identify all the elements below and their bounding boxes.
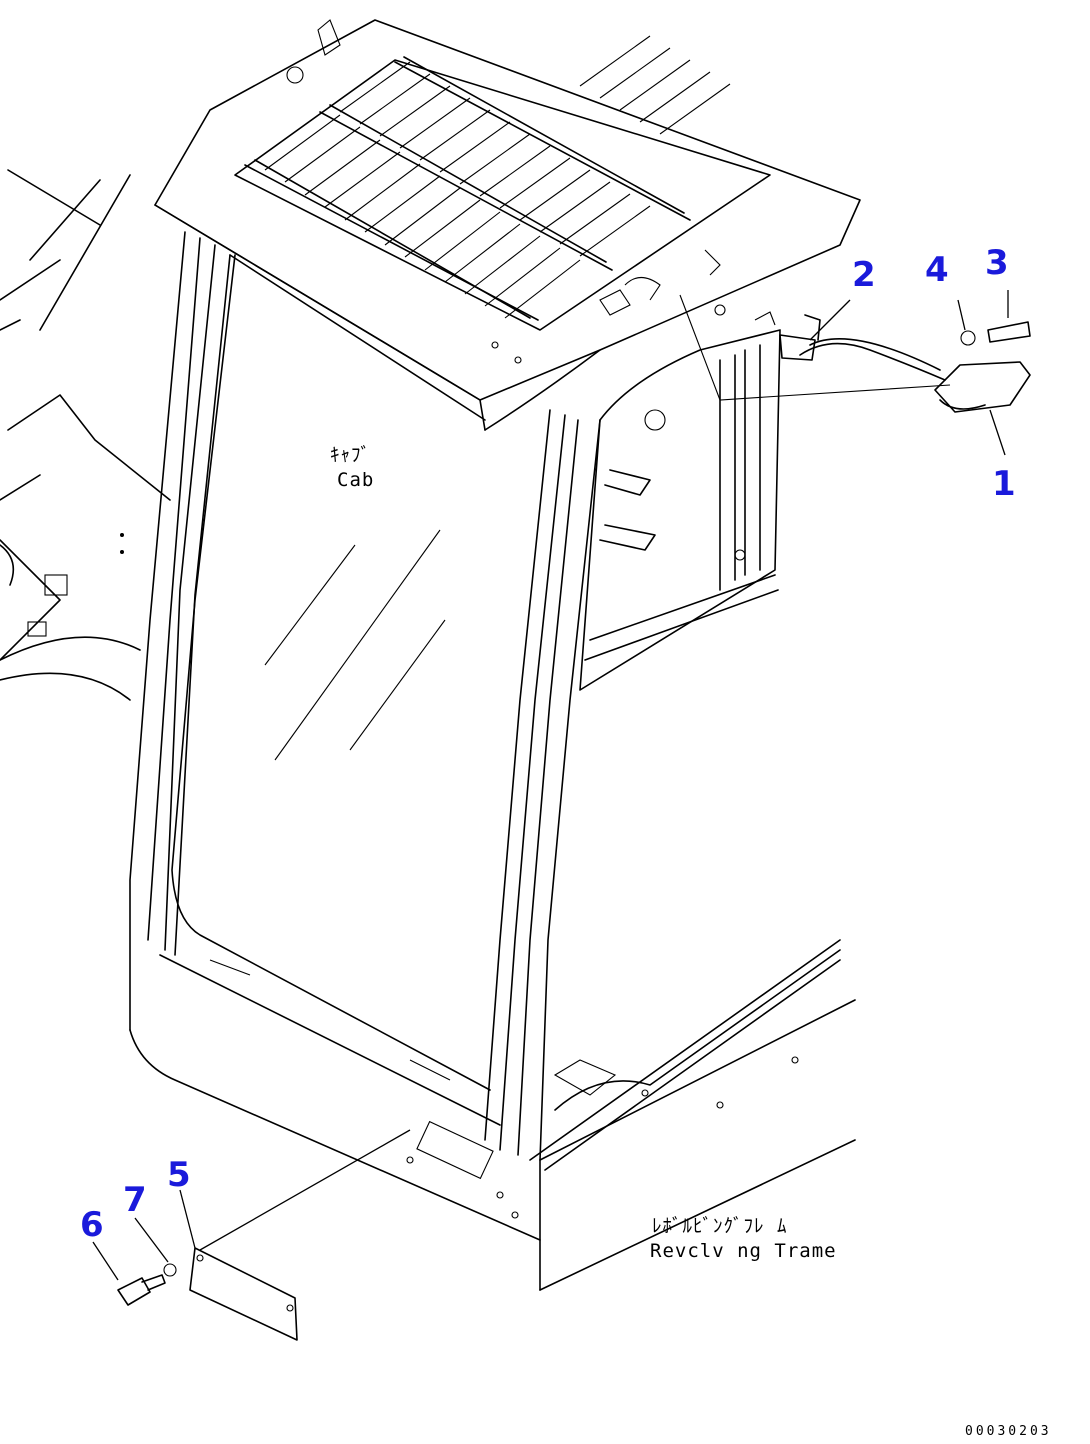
cab-roof [154,19,861,431]
callout-5: 5 [167,1155,191,1195]
callout-4: 4 [925,250,949,290]
callout-1: 1 [992,464,1016,504]
callout-7: 7 [123,1180,147,1220]
frame-label-jp: ﾚﾎﾞﾙﾋﾞﾝｸﾞﾌﾚ ﾑ [652,1215,788,1237]
drawing-code: 00030203 [965,1424,1052,1439]
background-frame [0,169,171,701]
frame-label-en: Revclv ng Trame [650,1240,837,1262]
cab-label-en: Cab [337,469,375,491]
callout-2: 2 [852,255,876,295]
revolving-frame [129,999,856,1291]
bolt-washer [92,1217,177,1306]
callout-3: 3 [985,243,1009,283]
cover-plate [179,1129,411,1341]
mirror-assembly [754,290,1031,456]
cab-body [129,231,951,1171]
callout-6: 6 [80,1205,104,1245]
cab-label-jp: ｷｬﾌﾞ [330,444,372,466]
